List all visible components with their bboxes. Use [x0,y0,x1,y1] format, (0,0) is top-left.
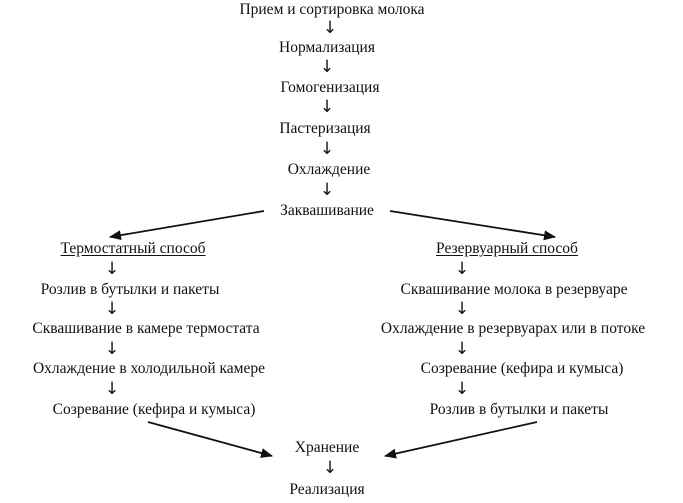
down-arrow-icon: ↓ [319,139,335,159]
down-arrow-icon: ↓ [454,299,470,319]
right-step-ripening: Созревание (кефира и кумыса) [420,360,624,377]
down-arrow-icon: ↓ [454,379,470,399]
step-pasteurization: Пастеризация [279,120,371,137]
down-arrow-icon: ↓ [104,259,120,279]
right-step-tank-souring: Сквашивание молока в резервуаре [400,281,628,298]
down-arrow-icon: ↓ [319,97,335,117]
right-step-tank-or-flow-cooling: Охлаждение в резервуарах или в потоке [380,320,646,337]
left-branch-heading: Термостатный способ [60,240,206,257]
down-arrow-icon: ↓ [319,180,335,200]
down-arrow-icon: ↓ [104,379,120,399]
step-receiving-sorting: Прием и сортировка молока [239,1,425,18]
arrow-to-left-branch [109,210,265,241]
down-arrow-icon: ↓ [104,299,120,319]
arrow-right-to-storage [384,421,538,459]
down-arrow-icon: ↓ [104,339,120,359]
down-arrow-icon: ↓ [319,57,335,77]
step-storage: Хранение [294,439,360,456]
left-step-bottling: Розлив в бутылки и пакеты [40,281,220,298]
step-homogenization: Гомогенизация [280,79,380,96]
down-arrow-icon: ↓ [322,458,338,478]
step-fermentation-start: Заквашивание [280,202,374,219]
right-step-bottling: Розлив в бутылки и пакеты [429,401,609,418]
step-normalization: Нормализация [279,39,375,56]
step-sale: Реализация [289,481,365,498]
arrow-to-right-branch [389,210,556,241]
right-branch-heading: Резервуарный способ [436,240,578,257]
down-arrow-icon: ↓ [454,259,470,279]
left-step-cold-chamber-cooling: Охлаждение в холодильной камере [32,360,266,377]
arrow-left-to-storage [147,421,273,458]
left-step-thermostat-souring: Сквашивание в камере термостата [32,320,260,337]
down-arrow-icon: ↓ [454,339,470,359]
down-arrow-icon: ↓ [322,18,338,38]
step-cooling: Охлаждение [287,161,371,178]
left-step-ripening: Созревание (кефира и кумыса) [52,401,256,418]
